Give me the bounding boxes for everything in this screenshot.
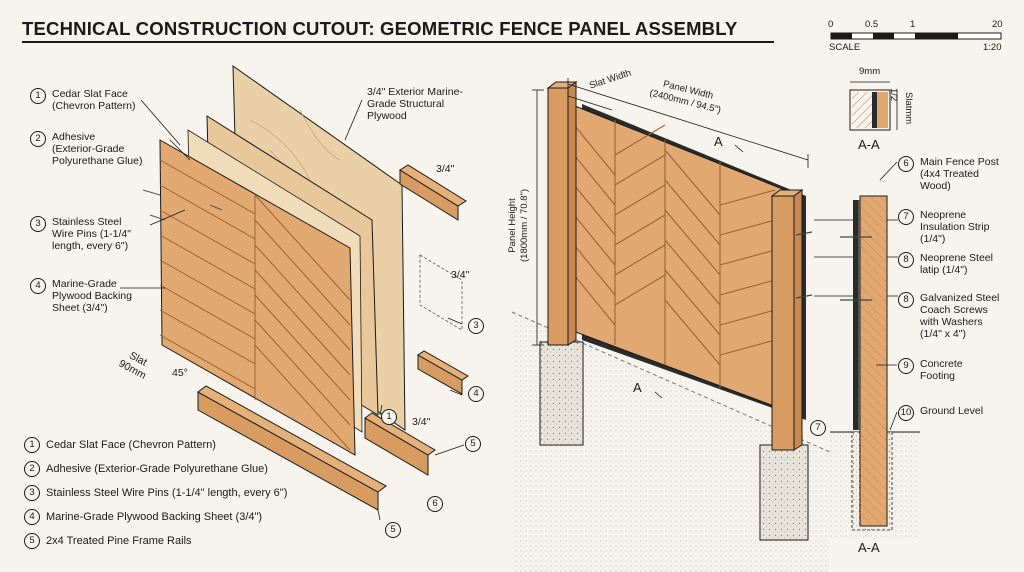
callout-number: 2: [30, 131, 46, 147]
legend-item: 5 2x4 Treated Pine Frame Rails: [24, 533, 287, 549]
callout-wire-pins: 3 Stainless Steel Wire Pins (1-1/4" leng…: [30, 216, 131, 252]
scale-tick-half: 0.5: [865, 19, 879, 30]
callout-cedar-slat-face: 1 Cedar Slat Face (Chevron Pattern): [30, 88, 135, 112]
right-fence-post: [771, 195, 795, 451]
assembled-fence: [511, 78, 898, 572]
callout-text: Cedar Slat Face (Chevron Pattern): [52, 88, 136, 112]
legend-number: 1: [24, 437, 40, 453]
callout-text: Neoprene Insulation Strip (1/4"): [920, 209, 990, 245]
callout-number: 10: [898, 405, 914, 421]
callout-text: Concrete Footing: [920, 358, 963, 382]
scale-tick-1: 1: [910, 19, 916, 30]
section-dim-side: Slatmm: [903, 92, 914, 125]
dimension-middle: 3/4": [451, 269, 470, 281]
legend-number: 4: [24, 509, 40, 525]
callout-number: 1: [30, 88, 46, 104]
callout-number: 8: [898, 292, 914, 308]
panel-height-dimension: Panel Height (1800mm / 70.8"): [507, 188, 530, 262]
legend-text: Cedar Slat Face (Chevron Pattern): [46, 439, 216, 451]
legend-item: 4 Marine-Grade Plywood Backing Sheet (3/…: [24, 509, 287, 525]
dimension-top-rail: 3/4": [436, 163, 455, 175]
callout-text: Adhesive (Exterior-Grade Polyurethane Gl…: [52, 131, 143, 167]
legend-text: Adhesive (Exterior-Grade Polyurethane Gl…: [46, 463, 268, 475]
exploded-view: [120, 65, 469, 521]
legend-item: 2 Adhesive (Exterior-Grade Polyurethane …: [24, 461, 287, 477]
dimension-bottom: 3/4": [412, 416, 431, 428]
section-dim-width: 9mm: [859, 66, 881, 77]
callout-adhesive: 2 Adhesive (Exterior-Grade Polyurethane …: [30, 131, 142, 167]
section-marker-bottom: A: [633, 380, 642, 395]
callout-number: 3: [30, 216, 46, 232]
callout-text: Galvanized Steel Coach Screws with Washe…: [920, 292, 1000, 340]
section-title-bottom: A-A: [858, 540, 880, 555]
left-fence-post: [547, 87, 569, 346]
legend-text: 2x4 Treated Pine Frame Rails: [46, 535, 192, 547]
scale-bar: [830, 32, 1002, 40]
scale-ratio: 1:20: [983, 42, 1002, 53]
scale-tick-0: 0: [828, 19, 834, 30]
marker-4: 4: [468, 386, 484, 402]
callout-number: 9: [898, 358, 914, 374]
legend-text: Marine-Grade Plywood Backing Sheet (3/4"…: [46, 511, 263, 523]
callout-text: Neoprene Steel latip (1/4"): [920, 252, 993, 276]
legend-number: 5: [24, 533, 40, 549]
marker-5b: 5: [385, 522, 401, 538]
callout-number: 7: [898, 209, 914, 225]
marker-3: 3: [468, 318, 484, 334]
section-detail-bottom: [830, 161, 920, 540]
callout-plywood-backing: 4 Marine-Grade Plywood Backing Sheet (3/…: [30, 278, 132, 314]
callout-coach-screws: 8 Galvanized Steel Coach Screws with Was…: [898, 292, 999, 340]
section-detail-top: [849, 81, 898, 131]
scale-label: SCALE: [829, 42, 861, 53]
callout-main-fence-post: 6 Main Fence Post (4x4 Treated Wood): [898, 156, 999, 192]
section-marker-top: A: [714, 134, 723, 149]
legend-item: 1 Cedar Slat Face (Chevron Pattern): [24, 437, 287, 453]
callout-concrete-footing: 9 Concrete Footing: [898, 358, 963, 382]
callout-neoprene-steel: 8 Neoprene Steel latip (1/4"): [898, 252, 993, 276]
legend-number: 3: [24, 485, 40, 501]
marker-1: 1: [381, 409, 397, 425]
marker-5a: 5: [465, 436, 481, 452]
callout-text: Ground Level: [920, 405, 984, 417]
callout-neoprene-strip: 7 Neoprene Insulation Strip (1/4"): [898, 209, 989, 245]
page-title: TECHNICAL CONSTRUCTION CUTOUT: GEOMETRIC…: [22, 18, 738, 39]
angle-label: 45°: [172, 367, 188, 379]
legend-number: 2: [24, 461, 40, 477]
callout-number: 4: [30, 278, 46, 294]
callout-ground-level: 10 Ground Level: [898, 405, 983, 421]
plywood-label: 3/4" Exterior Marine- Grade Structural P…: [367, 86, 463, 122]
legend-item: 3 Stainless Steel Wire Pins (1-1/4" leng…: [24, 485, 287, 501]
callout-text: Marine-Grade Plywood Backing Sheet (3/4"…: [52, 278, 132, 314]
section-title-top: A-A: [858, 137, 880, 152]
ground-soil: [512, 312, 830, 572]
marker-6: 6: [427, 496, 443, 512]
legend: 1 Cedar Slat Face (Chevron Pattern) 2 Ad…: [24, 437, 287, 557]
marker-7: 7: [810, 420, 826, 436]
callout-number: 6: [898, 156, 914, 172]
callout-text: Main Fence Post (4x4 Treated Wood): [920, 156, 999, 192]
title-underline: [22, 41, 774, 43]
scale-tick-20: 20: [992, 19, 1003, 30]
callout-number: 8: [898, 252, 914, 268]
callout-text: Stainless Steel Wire Pins (1-1/4" length…: [52, 216, 131, 252]
section-dim-half: 1/2: [888, 88, 899, 102]
legend-text: Stainless Steel Wire Pins (1-1/4" length…: [46, 487, 288, 499]
